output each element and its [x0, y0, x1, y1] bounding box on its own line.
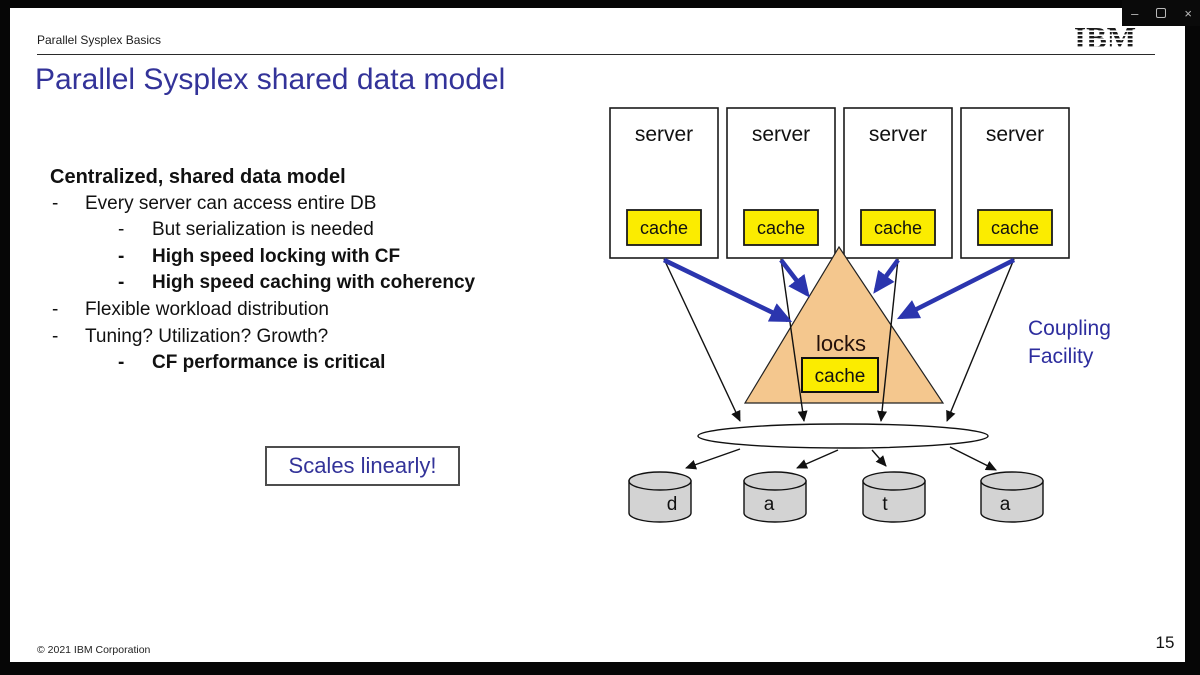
disk-label: a	[764, 494, 775, 515]
bullet-row: - Tuning? Utilization? Growth?	[50, 324, 590, 351]
disk-body	[862, 480, 926, 523]
bullet-list: Centralized, shared data model - Every se…	[50, 164, 590, 377]
disk-body	[628, 480, 692, 523]
scales-linearly-callout: Scales linearly!	[265, 446, 460, 486]
minimize-button[interactable]: –	[1131, 5, 1139, 21]
server3-to-cf-arrow	[873, 258, 900, 294]
disk-top	[743, 471, 807, 491]
disk-top	[980, 471, 1044, 491]
bullet-text: Centralized, shared data model	[50, 166, 346, 188]
bullet-text: Every server can access entire DB	[85, 192, 377, 214]
bullet-row: - CF performance is critical	[50, 350, 590, 377]
cache-box	[977, 209, 1053, 246]
locks-label: locks	[816, 331, 866, 356]
server-label: server	[635, 123, 693, 146]
cache-box	[860, 209, 936, 246]
disk-2: a	[743, 471, 807, 523]
disk-label: a	[1000, 494, 1011, 515]
cache-label: cache	[874, 218, 922, 238]
bullet-marker: -	[52, 192, 59, 214]
cache-label: cache	[757, 218, 805, 238]
server-label: server	[986, 123, 1044, 146]
cache-box	[743, 209, 819, 246]
server-label: server	[869, 123, 927, 146]
server3-to-bus-arrow	[877, 258, 899, 422]
bullet-text: High speed caching with coherency	[152, 272, 476, 294]
server-node-1: server cache	[609, 107, 719, 259]
server1-to-bus-arrow	[663, 258, 741, 422]
restore-icon[interactable]	[1156, 8, 1167, 18]
disk-1: d	[628, 471, 692, 523]
server-node-2: server cache	[726, 107, 836, 259]
page-title: Parallel Sysplex shared data model	[35, 63, 506, 96]
bullet-text: But serialization is needed	[152, 219, 374, 241]
server1-to-cf-arrow	[662, 257, 793, 323]
disk-top	[862, 471, 926, 491]
bullet-row: - High speed locking with CF	[50, 244, 590, 271]
bus-to-disk3-arrow	[871, 449, 887, 467]
cache-label: cache	[991, 218, 1039, 238]
bullet-row: Centralized, shared data model	[50, 164, 590, 191]
callout-text: Scales linearly!	[288, 453, 437, 478]
bullet-marker: -	[118, 219, 125, 241]
bus-to-disk2-arrow	[796, 449, 839, 469]
bullet-text: Tuning? Utilization? Growth?	[85, 325, 329, 347]
bus-to-disk1-arrow	[685, 448, 741, 470]
server-label: server	[752, 123, 810, 146]
bullet-row: - Flexible workload distribution	[50, 297, 590, 324]
bus-to-disk4-arrow	[949, 446, 997, 471]
server4-to-bus-arrow	[946, 258, 1015, 422]
disk-3: t	[862, 471, 926, 523]
disk-top	[628, 471, 692, 491]
bullet-marker: -	[52, 325, 59, 347]
header-rule	[37, 54, 1155, 55]
coupling-facility-label-line2: Facility	[1028, 345, 1094, 368]
window-titlebar: – ×	[1122, 0, 1200, 26]
server4-to-cf-arrow	[896, 257, 1016, 320]
disk-body	[980, 480, 1044, 523]
server2-to-cf-arrow	[779, 258, 810, 298]
bullet-text: Flexible workload distribution	[85, 298, 329, 320]
disk-bus-ellipse	[697, 423, 989, 449]
server-node-4: server cache	[960, 107, 1070, 259]
server2-to-bus-arrow	[780, 258, 808, 422]
bullet-text: High speed locking with CF	[152, 245, 401, 267]
page-number: 15	[1155, 633, 1175, 652]
slide-header-text: Parallel Sysplex Basics	[37, 33, 162, 47]
bullet-row: - Every server can access entire DB	[50, 191, 590, 218]
cache-box	[626, 209, 702, 246]
cf-cache-box	[801, 357, 879, 393]
bullet-marker: -	[118, 352, 125, 374]
disk-label: d	[667, 494, 678, 515]
bullet-text: CF performance is critical	[152, 352, 386, 374]
server-node-3: server cache	[843, 107, 953, 259]
bullet-marker: -	[118, 272, 125, 294]
disk-label: t	[882, 494, 888, 515]
cache-label: cache	[640, 218, 688, 238]
copyright-text: © 2021 IBM Corporation	[37, 644, 151, 656]
close-button[interactable]: ×	[1184, 5, 1192, 21]
cf-cache-label: cache	[815, 366, 866, 387]
bullet-row: - But serialization is needed	[50, 217, 590, 244]
bullet-row: - High speed caching with coherency	[50, 270, 590, 297]
bullet-marker: -	[118, 245, 125, 267]
disk-4: a	[980, 471, 1044, 523]
bullet-marker: -	[52, 298, 59, 320]
coupling-facility-label-line1: Coupling	[1028, 317, 1111, 340]
disk-body	[743, 480, 807, 523]
